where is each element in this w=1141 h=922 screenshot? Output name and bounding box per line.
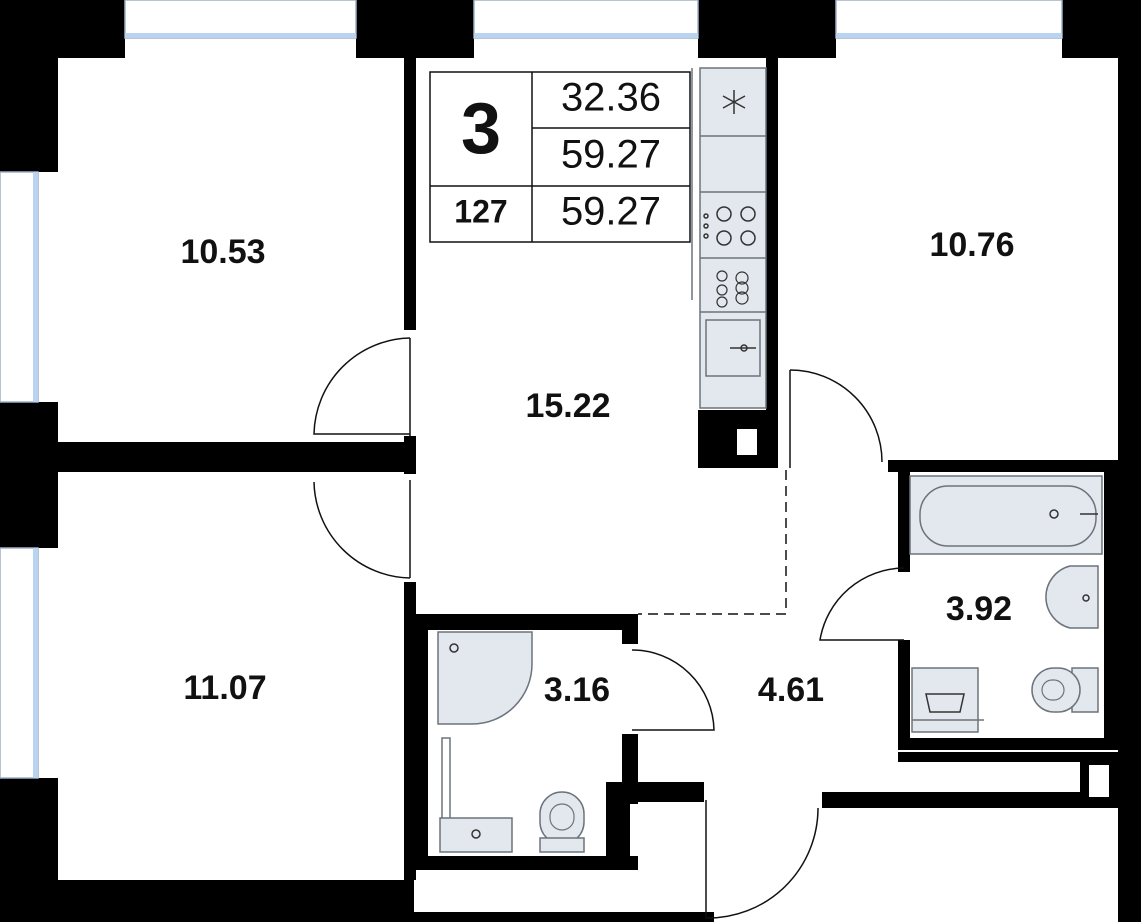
summary-table: 3 32.36 59.27 127 59.27 bbox=[429, 71, 691, 243]
rooms-count: 3 bbox=[461, 89, 501, 169]
room-area-bedroom-top-right: 10.76 bbox=[929, 226, 1014, 264]
room-area-bathroom-right: 3.92 bbox=[946, 590, 1012, 628]
washbasin-left-icon bbox=[439, 817, 513, 853]
washbasin-right-icon bbox=[1045, 565, 1099, 629]
bathtub-icon bbox=[909, 475, 1103, 555]
toilet-right-icon bbox=[1031, 667, 1099, 713]
washing-machine-icon bbox=[911, 667, 984, 733]
room-area-bedroom-top-left: 10.53 bbox=[180, 233, 265, 271]
room-area-bathroom-left: 3.16 bbox=[544, 671, 610, 709]
price-area: 59.27 bbox=[561, 190, 661, 234]
doors bbox=[313, 337, 905, 919]
room-area-bedroom-bottom-left: 11.07 bbox=[183, 669, 266, 707]
room-area-kitchen-living: 15.22 bbox=[525, 387, 610, 425]
total-area: 59.27 bbox=[561, 133, 661, 177]
snowflake-icon bbox=[722, 90, 746, 114]
shower-icon bbox=[437, 631, 533, 725]
dishwasher-icon bbox=[716, 270, 749, 308]
room-labels: 10.53 10.76 15.22 11.07 3.16 4.61 3.92 bbox=[180, 226, 1014, 709]
sink-icon bbox=[705, 319, 761, 377]
living-area: 32.36 bbox=[561, 76, 661, 120]
apartment-number: 127 bbox=[454, 193, 507, 229]
toilet-left-icon bbox=[539, 791, 585, 853]
stove-icon bbox=[703, 206, 756, 246]
room-area-hallway: 4.61 bbox=[758, 671, 824, 709]
windows bbox=[0, 0, 1063, 779]
towel-rail-icon bbox=[441, 737, 451, 821]
